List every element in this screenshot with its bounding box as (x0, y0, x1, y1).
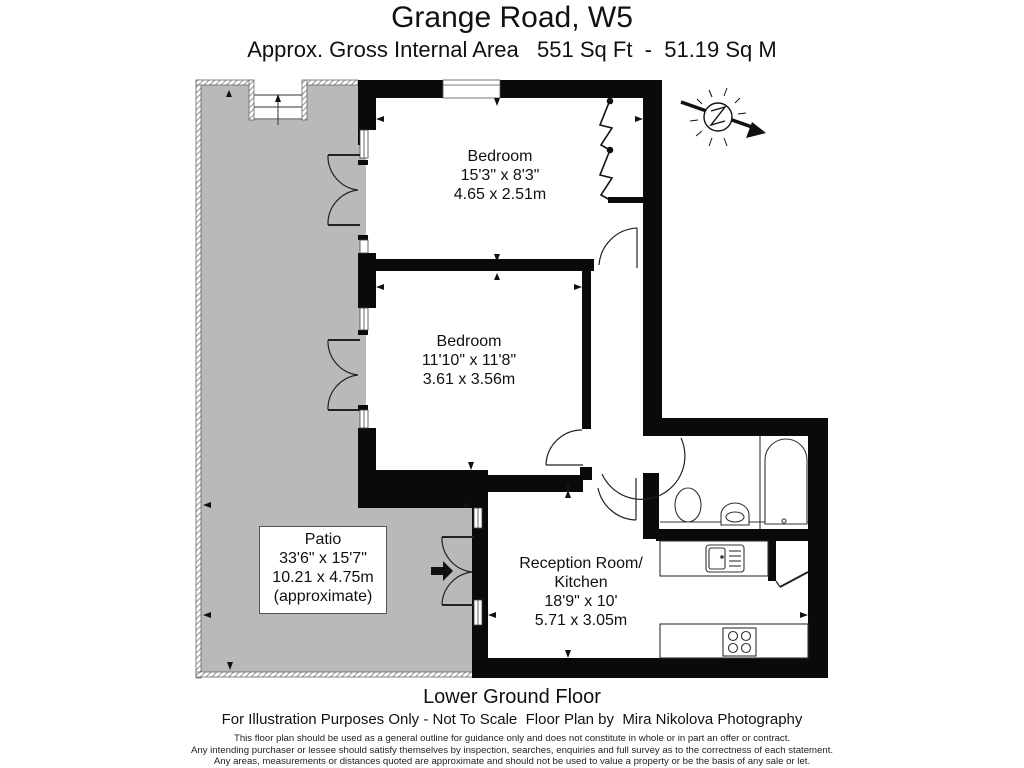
bath-icon (764, 438, 808, 525)
windows (359, 129, 483, 626)
disclaimer: This floor plan should be used as a gene… (0, 733, 1024, 768)
toilet-icon (674, 487, 702, 523)
room-name: Bedroom (436, 333, 502, 350)
disclaimer-line: This floor plan should be used as a gene… (233, 733, 791, 744)
room-label-patio: Patio 33'6" x 15'7" 10.21 x 4.75m (appro… (259, 530, 387, 606)
gross-area: Approx. Gross Internal Area 551 Sq Ft - … (247, 37, 777, 62)
room-imperial: 33'6" x 15'7" (279, 550, 367, 567)
room-metric: 3.61 x 3.56m (422, 371, 516, 388)
room-name-line2: Kitchen (554, 574, 608, 591)
room-label-reception-kitchen: Reception Room/ Kitchen 18'9" x 10' 5.71… (506, 554, 656, 630)
room-metric: 10.21 x 4.75m (272, 569, 374, 586)
room-name-line1: Reception Room/ (519, 555, 643, 572)
wardrobe (598, 97, 614, 201)
room-imperial: 18'9" x 10' (544, 593, 618, 610)
north-compass-icon (680, 87, 766, 147)
room-name: Patio (304, 531, 342, 548)
disclaimer-line: Any areas, measurements or distances quo… (213, 756, 811, 767)
room-note: (approximate) (273, 588, 373, 605)
walls (358, 79, 828, 678)
floor-name: Lower Ground Floor (423, 686, 601, 708)
room-label-bedroom-2: Bedroom 11'10" x 11'8" 3.61 x 3.56m (414, 332, 524, 389)
disclaimer-line: Any intending purchaser or lessee should… (190, 744, 834, 756)
measurement-markers (203, 90, 808, 670)
kitchen-fixtures (659, 540, 809, 659)
page-title: Grange Road, W5 (391, 1, 633, 34)
hob-icon (722, 627, 757, 657)
room-label-bedroom-1: Bedroom 15'3" x 8'3" 4.65 x 2.51m (445, 147, 555, 204)
bathroom-fixtures (660, 436, 808, 529)
room-imperial: 15'3" x 8'3" (460, 167, 540, 184)
stairs-icon (248, 79, 308, 125)
patio-label-box (259, 526, 387, 614)
doors (327, 154, 809, 606)
entrance-arrow-icon (431, 561, 453, 581)
room-metric: 5.71 x 3.05m (534, 612, 628, 629)
room-name: Bedroom (467, 148, 533, 165)
room-metric: 4.65 x 2.51m (453, 186, 547, 203)
credit-line: For Illustration Purposes Only - Not To … (221, 711, 803, 728)
room-imperial: 11'10" x 11'8" (421, 352, 517, 369)
